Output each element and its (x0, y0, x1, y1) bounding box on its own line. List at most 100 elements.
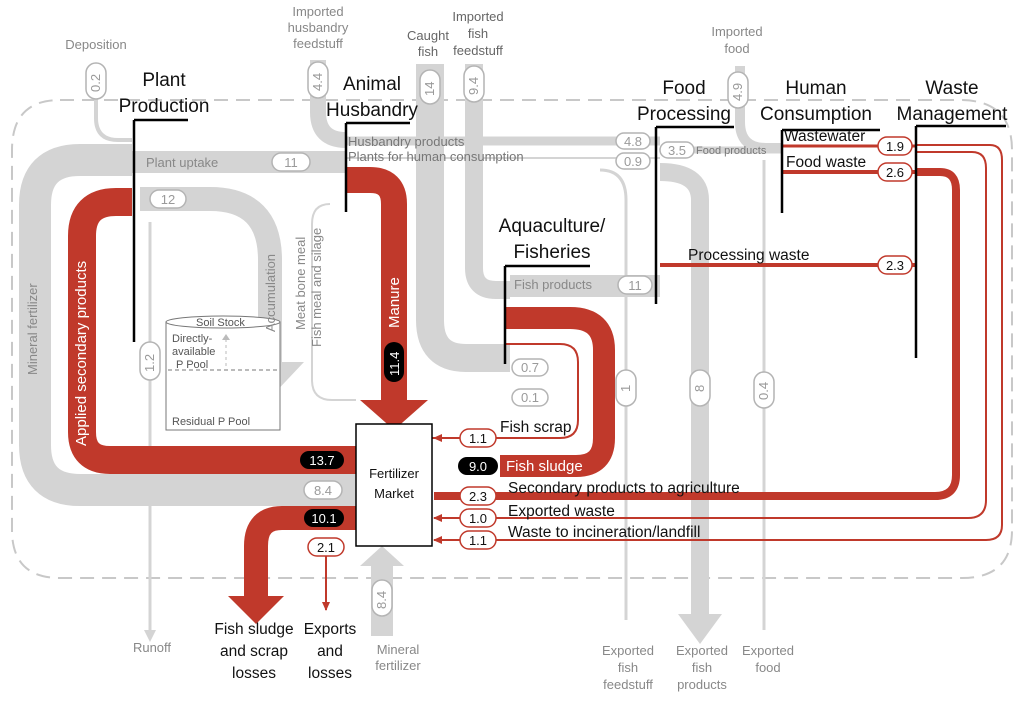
red-flows (68, 144, 1003, 624)
fish-sludge-losses-label-1: Fish sludge (214, 621, 293, 638)
waste-incineration-label: Waste to incineration/landfill (508, 524, 700, 541)
svg-text:1: 1 (618, 385, 633, 392)
svg-text:11.4: 11.4 (387, 352, 402, 376)
fertilizer-market-box (355, 423, 433, 547)
plant-uptake-label: Plant uptake (146, 155, 218, 170)
imported-fish-label-2: fish (468, 26, 488, 41)
value-oval-exported-waste: 1.0 (459, 508, 497, 528)
svg-text:2.3: 2.3 (469, 489, 487, 504)
svg-text:11: 11 (284, 155, 298, 170)
exports-losses-label-2: and (317, 643, 343, 660)
value-oval-fish-scrap: 1.1 (459, 428, 497, 448)
imported-husbandry-label-1: Imported (292, 4, 343, 19)
fertilizer-market-label-1: Fertilizer (369, 466, 420, 481)
system-boundary (11, 99, 1013, 579)
svg-text:8.4: 8.4 (314, 483, 332, 498)
accumulation-label: Accumulation (263, 254, 278, 332)
plant-production-title-1: Plant (142, 70, 186, 91)
directly-available-label-3: P Pool (176, 359, 208, 371)
value-oval-mineral-fertilizer-input: 8.4 (371, 579, 393, 617)
mineral-fertilizer-flow-label: Mineral fertilizer (25, 283, 40, 375)
svg-text:0.1: 0.1 (521, 390, 539, 405)
exported-fish-feedstuff-label-2: fish (618, 660, 638, 675)
value-oval-exported-fish-feedstuff: 1 (615, 369, 637, 407)
value-oval-applied-secondary: 13.7 (300, 451, 344, 469)
directly-available-label-1: Directly- (172, 333, 213, 345)
value-oval-secondary-agriculture: 2.3 (459, 486, 497, 506)
svg-text:11: 11 (628, 278, 642, 293)
value-oval-aqua-small-1: 0.7 (511, 358, 549, 377)
svg-text:2.3: 2.3 (886, 258, 904, 273)
fish-sludge-losses-label-2: and scrap (220, 643, 288, 660)
directly-available-label-2: available (172, 346, 215, 358)
svg-text:1.1: 1.1 (469, 533, 487, 548)
value-oval-fish-sludge-losses: 10.1 (304, 509, 344, 527)
exported-fish-feedstuff-label-1: Exported (602, 643, 654, 658)
exported-fish-feedstuff-label-3: feedstuff (603, 677, 653, 692)
value-oval-mineral-fertilizer-flow: 8.4 (303, 480, 343, 500)
exported-food-label-2: food (755, 660, 780, 675)
caught-fish-label-1: Caught (407, 28, 449, 43)
aquaculture-title-1: Aquaculture/ (499, 216, 606, 237)
animal-husbandry-title-1: Animal (343, 74, 401, 95)
imported-fish-label-3: feedstuff (453, 43, 503, 58)
value-oval-husbandry-products: 4.8 (615, 132, 651, 150)
svg-text:8.4: 8.4 (374, 591, 389, 609)
waste-management-title-2: Management (897, 104, 1009, 125)
husbandry-products-label: Husbandry products (348, 134, 465, 149)
svg-text:10.1: 10.1 (311, 511, 336, 526)
fish-scrap-label: Fish scrap (500, 419, 572, 436)
svg-text:3.5: 3.5 (668, 143, 686, 158)
fish-sludge-label: Fish sludge (506, 458, 583, 475)
imported-husbandry-label-2: husbandry (288, 20, 349, 35)
value-oval-caught-fish: 14 (419, 69, 441, 105)
svg-text:0.9: 0.9 (624, 154, 642, 169)
svg-text:9.4: 9.4 (466, 77, 481, 95)
imported-fish-label-1: Imported (452, 9, 503, 24)
value-oval-imported-husbandry: 4.4 (307, 61, 329, 99)
value-oval-fish-products: 11 (617, 275, 653, 295)
food-products-label: Food products (696, 145, 767, 157)
value-oval-imported-food: 4.9 (727, 71, 749, 109)
exported-fish-products-label-1: Exported (676, 643, 728, 658)
fish-products-label: Fish products (514, 277, 593, 292)
deposition-label: Deposition (65, 37, 126, 52)
exported-fish-products-label-3: products (677, 677, 727, 692)
svg-text:1.0: 1.0 (469, 511, 487, 526)
svg-text:0.4: 0.4 (756, 382, 771, 400)
secondary-agriculture-label: Secondary products to agriculture (508, 480, 740, 497)
exports-losses-label-3: losses (308, 665, 352, 682)
value-oval-aqua-small-2: 0.1 (511, 388, 549, 407)
value-oval-exported-fish-products: 8 (689, 369, 711, 407)
svg-text:1.1: 1.1 (469, 431, 487, 446)
imported-husbandry-label-3: feedstuff (293, 36, 343, 51)
section-bars (132, 118, 1006, 364)
waste-management-title-1: Waste (925, 78, 978, 99)
value-oval-runoff: 1.2 (139, 341, 161, 381)
value-oval-plants-human: 0.9 (615, 152, 651, 170)
mineral-fertilizer-input-label-1: Mineral (377, 642, 420, 657)
meat-bone-meal-label: Meat bone meal (293, 237, 308, 330)
fish-sludge-losses-label-3: losses (232, 665, 276, 682)
food-processing-title-1: Food (662, 78, 705, 99)
soil-stock-label: Soil Stock (196, 317, 245, 329)
svg-text:4.4: 4.4 (310, 73, 325, 91)
svg-text:4.8: 4.8 (624, 134, 642, 149)
fertilizer-market-label-2: Market (374, 486, 414, 501)
exported-waste-label: Exported waste (508, 503, 615, 520)
imported-food-label-2: food (724, 41, 749, 56)
value-oval-plant-uptake: 11 (271, 152, 311, 172)
wastewater-label: Wastewater (784, 128, 865, 145)
soil-stock-box: Soil Stock Directly- available P Pool Re… (165, 315, 281, 431)
food-processing-title-2: Processing (637, 104, 731, 125)
exported-food-label-1: Exported (742, 643, 794, 658)
svg-text:12: 12 (161, 192, 175, 207)
value-oval-manure: 11.4 (384, 342, 404, 382)
value-oval-processing-waste: 2.3 (877, 255, 913, 275)
exported-fish-products-label-2: fish (692, 660, 712, 675)
svg-text:1.9: 1.9 (886, 139, 904, 154)
value-oval-imported-fish-feedstuff: 9.4 (463, 65, 485, 103)
value-oval-wastewater: 1.9 (877, 136, 913, 156)
food-waste-label: Food waste (786, 154, 866, 171)
imported-food-label-1: Imported (711, 24, 762, 39)
